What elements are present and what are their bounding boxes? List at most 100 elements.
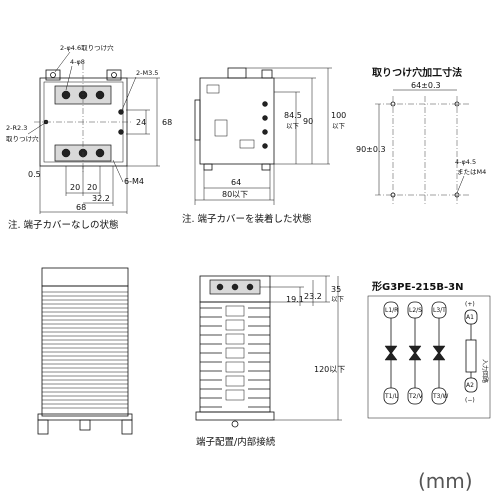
terminal-screw-icon (61, 90, 71, 100)
terminal-label-l2: L2/S (409, 307, 422, 314)
dim-68-right: 68 (162, 118, 172, 127)
dim-20a: 20 (70, 183, 80, 192)
heatsink-fins (42, 291, 128, 409)
heatsink-front-view (37, 267, 133, 435)
dim-20b: 20 (87, 183, 97, 192)
terminal-screw-icon (95, 90, 105, 100)
terminal-screw-icon (262, 143, 268, 149)
terminal-label-l1: L1/R (385, 307, 398, 314)
callout-m35: 2-M3.5 (136, 69, 158, 77)
terminal-screw-icon (262, 101, 268, 107)
dim-90: 90 (303, 117, 313, 126)
circuit-title: 形G3PE-215B-3N (372, 281, 463, 293)
front-top-tab-left (45, 69, 61, 81)
side-top-cover (227, 67, 247, 79)
dim-68-bottom: 68 (76, 203, 86, 212)
side-body-outline (199, 77, 275, 165)
side-slot (225, 333, 245, 345)
terminal-screw-icon (61, 148, 71, 158)
terminal-label-l3: L3/T (433, 307, 446, 314)
leader-line (112, 159, 124, 183)
dim-90-mount: 90±0.3 (356, 145, 386, 154)
terminal-screw-icon (246, 283, 254, 291)
terminal-screw-icon (118, 109, 124, 115)
hole-marker-icon (390, 101, 396, 107)
terminal-screw-icon (95, 148, 105, 158)
leader-line (27, 122, 46, 135)
terminal-t1 (383, 387, 399, 405)
dim-05: 0.5 (28, 170, 41, 179)
callout-mount-holes: 2-φ4.6取りつけ穴 (60, 43, 114, 52)
dim-19-1: 19.1 (286, 295, 304, 304)
heatsink-caption: 端子配置/内部接続 (196, 436, 276, 448)
terminal-screw-icon (216, 283, 224, 291)
callout-r23-note: 取りつけ穴 (6, 134, 39, 143)
mount-hole-icon (111, 72, 117, 78)
side-view: 84.5 以下 90 100 以下 64 80以下 注. 端子カバーを装着した状… (182, 67, 346, 225)
terminal-label-a2: A2 (466, 382, 474, 389)
input-circuit-label: 入力回路 (481, 359, 489, 383)
dim-64-mount: 64±0.3 (411, 81, 441, 90)
mount-note-b: またはM4 (457, 168, 486, 176)
triac-icon (432, 345, 446, 355)
dim-64: 64 (231, 178, 241, 187)
circuit-frame (367, 295, 491, 419)
side-slot (225, 361, 245, 373)
heatsink-foot (79, 419, 91, 431)
dim-80: 80以下 (222, 190, 248, 199)
hs-side-body (199, 301, 271, 413)
mount-note-a: 4-φ4.5 (455, 158, 476, 166)
side-left-rail (194, 99, 201, 141)
terminal-label-t2: T2/V (408, 393, 424, 400)
terminal-screw-icon (118, 129, 124, 135)
terminal-label-t1: T1/U (384, 393, 399, 400)
dim-100-sub: 以下 (332, 122, 346, 130)
dim-6m4: 6-M4 (124, 177, 144, 186)
hole-marker-icon (454, 101, 460, 107)
internal-circuit: 形G3PE-215B-3N L1/R T1/U L2/S T2/V L3/T T… (367, 281, 491, 419)
terminal-screw-icon (262, 115, 268, 121)
heatsink-body (41, 285, 129, 417)
front-caption: 注. 端子カバーなしの状態 (8, 219, 119, 231)
terminal-label-a1: A1 (466, 314, 474, 321)
triac-icon (384, 345, 398, 355)
input-circuit-box (465, 339, 477, 373)
dim-84-5-sub: 以下 (286, 122, 300, 130)
side-slot (225, 375, 245, 387)
minus-label: (−) (465, 397, 475, 404)
ground-screw-icon (231, 420, 239, 428)
dim-84-5: 84.5 (284, 111, 302, 120)
side-foot (261, 163, 271, 171)
side-slot (225, 389, 245, 401)
triac-icon (384, 351, 398, 361)
dim-120: 120以下 (314, 365, 345, 374)
dim-35: 35 (331, 285, 341, 294)
triac-icon (432, 351, 446, 361)
leader-line (456, 175, 465, 194)
heatsink-base (37, 413, 133, 421)
side-panel (206, 84, 220, 94)
hs-side-base (195, 411, 275, 421)
terminal-t3 (431, 387, 447, 405)
side-slot (225, 319, 245, 331)
mounting-hole-pattern: 取りつけ穴加工寸法 64±0.3 90±0.3 4-φ4.5 またはM4 (356, 66, 486, 204)
triac-icon (408, 345, 422, 355)
terminal-t2 (407, 387, 423, 405)
unit-label: (mm) (418, 469, 473, 493)
callout-phi8: 4-φ8 (70, 58, 85, 66)
heatsink-top-cover (41, 267, 129, 287)
heatsink-side-fins (200, 305, 270, 408)
terminal-label-t3: T3/W (432, 393, 449, 400)
mount-hole-icon (50, 72, 56, 78)
hole-marker-icon (390, 192, 396, 198)
plus-label: (+) (465, 301, 475, 308)
side-top-tab (261, 69, 273, 79)
leader-line (65, 65, 73, 91)
side-slot (225, 305, 245, 317)
triac-icon (408, 351, 422, 361)
heatsink-foot (37, 419, 49, 435)
front-top-tab-right (106, 69, 122, 81)
dim-100: 100 (331, 111, 346, 120)
